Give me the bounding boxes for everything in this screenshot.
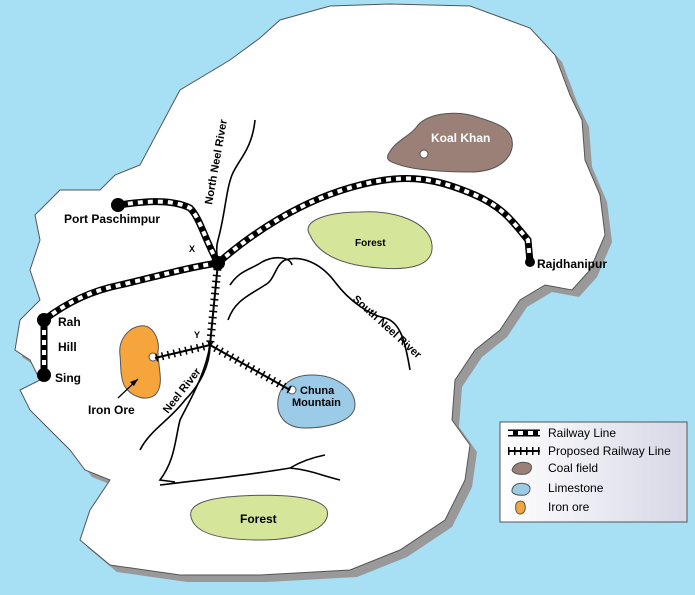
iron-ore-label: Iron Ore <box>88 403 135 417</box>
port-paschimpur-label: Port Paschimpur <box>64 212 160 226</box>
railway-lines <box>40 174 534 375</box>
railway-rah-junction-dash <box>42 261 219 322</box>
rajdhanipur-dot <box>525 257 535 267</box>
legend-item-railway: Railway Line <box>508 426 616 440</box>
legend-item-proposed: Proposed Railway Line <box>508 444 671 458</box>
coal-field-koal-khan <box>387 112 513 173</box>
junction-x-dot <box>211 256 225 270</box>
legend-label-proposed: Proposed Railway Line <box>548 444 671 458</box>
legend: Railway Line Proposed Railway Line Coal … <box>499 421 688 523</box>
legend-label-coal: Coal field <box>548 461 598 475</box>
port-paschimpur-dot <box>111 198 125 212</box>
limestone-icon <box>511 482 531 496</box>
legend-label-limestone: Limestone <box>548 481 604 495</box>
limestone-chuna-mountain <box>277 374 356 429</box>
coal-field-icon <box>511 461 533 475</box>
rah-dot <box>37 313 51 327</box>
legend-item-coal: Coal field <box>511 461 598 475</box>
chuna-mountain-label-2: Mountain <box>292 397 341 409</box>
forest-south-label: Forest <box>240 512 277 526</box>
neel-river-lower <box>158 344 211 483</box>
iron-ore-icon <box>515 500 526 515</box>
sing-dot <box>37 368 51 382</box>
forest-north-label: Forest <box>355 238 386 249</box>
x-marker-label: X <box>189 244 195 254</box>
legend-label-railway: Railway Line <box>548 426 616 440</box>
y-marker-label: Y <box>194 330 200 340</box>
rajdhanipur-label: Rajdhanipur <box>537 257 607 271</box>
legend-item-iron: Iron ore <box>515 500 590 515</box>
neel-river <box>139 344 211 451</box>
sing-label: Sing <box>55 371 81 385</box>
rah-label: Rah <box>58 315 81 329</box>
forest-south <box>190 494 328 541</box>
legend-box <box>499 421 688 523</box>
railway-junction-rajdhanipur-dash <box>216 176 532 265</box>
proposed-railway-lines <box>154 262 292 394</box>
railway-port-junction-dash <box>117 199 220 264</box>
proposed-y-iron <box>154 344 211 359</box>
iron-ore-arrowhead <box>130 379 138 386</box>
river-south-branch <box>159 454 326 486</box>
iron-ore-deposit <box>119 325 161 399</box>
south-neel-river <box>227 257 411 371</box>
river-branch-top <box>229 256 293 286</box>
chuna-mountain-label-1: Chuna <box>300 385 335 397</box>
legend-item-limestone: Limestone <box>511 481 604 496</box>
river-south-branch-2 <box>289 467 341 481</box>
forest-north <box>307 211 433 270</box>
koal-khan-label: Koal Khan <box>431 131 490 145</box>
proposed-y-chuna <box>209 344 291 391</box>
hill-label: Hill <box>58 340 77 354</box>
legend-label-iron: Iron ore <box>548 500 590 514</box>
proposed-junction-y <box>209 262 219 346</box>
koal-khan-marker <box>419 149 429 159</box>
